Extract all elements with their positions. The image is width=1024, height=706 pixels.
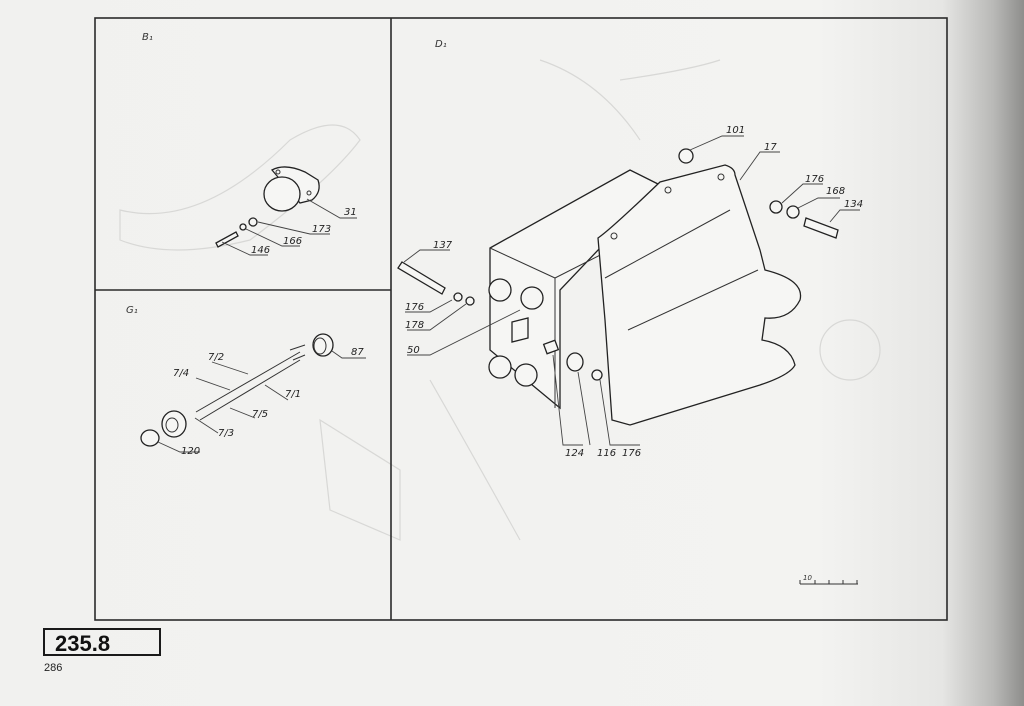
scale-bar: 10 [799,574,858,585]
callout-31: 31 [344,207,357,218]
callout-137: 137 [433,240,453,251]
callout-146: 146 [251,245,270,256]
callout-87: 87 [351,347,364,358]
panel-g-letter: G₁ [126,305,138,316]
part-137-bolt [397,261,446,295]
callout-7-3: 7/3 [218,428,234,439]
callout-116: 116 [597,448,616,459]
part-134-screw [803,217,839,239]
part-176-washer-a [769,200,783,214]
panel-d: D₁ 101 17 176 168 134 137 176 [397,39,863,459]
figure-number-box: 235.8 [43,628,161,656]
callout-120: 120 [181,446,200,457]
callout-101: 101 [726,125,745,136]
callout-178: 178 [405,320,424,331]
outer-frame [94,17,948,621]
callout-176-b: 176 [405,302,424,313]
callout-7-5: 7/5 [252,409,268,420]
part-101-washer [678,148,694,164]
part-168-washer [786,205,800,219]
panel-b-letter: B₁ [142,32,153,43]
part-17-bracket [597,164,802,426]
part-7-3-connector [161,410,187,438]
callout-134: 134 [844,199,863,210]
part-124 [542,339,560,355]
callout-166: 166 [283,236,302,247]
callout-176-a: 176 [805,174,824,185]
part-176-washer-b [453,292,463,302]
part-120-ring [140,429,160,447]
callout-17: 17 [764,142,777,153]
panel-b: B₁ 31 173 166 146 [142,32,357,256]
part-176-washer-c [591,369,603,381]
callout-176-c: 176 [622,448,641,459]
callout-173: 173 [312,224,331,235]
callout-7-1: 7/1 [285,389,301,400]
part-116 [566,352,584,372]
part-7-cable-assembly [195,344,306,421]
callout-7-4: 7/4 [173,368,189,379]
panel-g: G₁ 87 7/2 7/4 7/1 7/5 7/3 120 [126,305,366,457]
part-87-ring [312,333,334,357]
callout-50: 50 [407,345,420,356]
panel-d-letter: D₁ [435,39,447,50]
part-50-plate [511,317,529,343]
connectors [488,278,544,387]
part-166-washer [239,223,247,231]
callout-168: 168 [826,186,845,197]
part-178-washer [465,296,475,306]
part-146-screw [215,231,239,248]
show-through-ghost [119,59,881,541]
page-number: 286 [44,662,63,674]
callout-124: 124 [565,448,584,459]
part-31-housing [263,166,320,212]
scale-bar-label: 10 [803,574,812,582]
callout-7-2: 7/2 [208,352,224,363]
part-173-nut [248,217,258,227]
